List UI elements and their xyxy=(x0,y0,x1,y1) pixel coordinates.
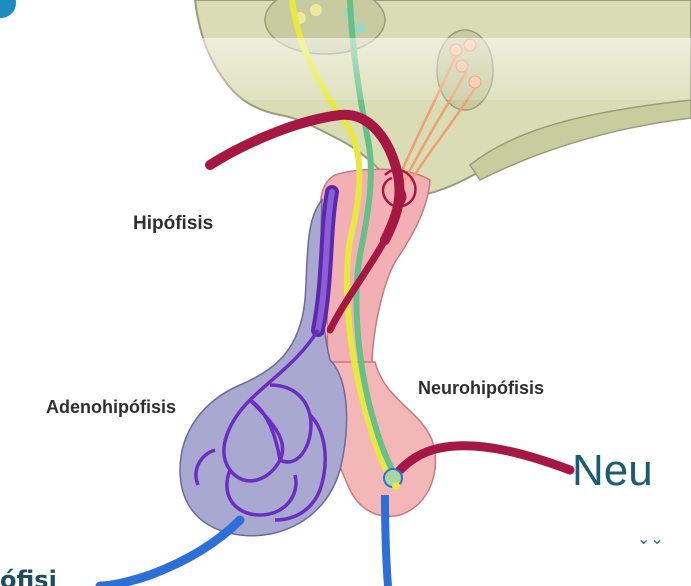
neuron-body xyxy=(354,22,366,34)
label-adenohipofisis: Adenohipófisis xyxy=(46,397,176,418)
overlay-bottom-fragment: ófisi xyxy=(0,566,57,586)
blank-patch xyxy=(519,222,639,270)
label-hipofisis: Hipófisis xyxy=(133,213,213,235)
venous-outflow-neuro xyxy=(385,495,388,586)
overlay-title-fragment: Neu xyxy=(572,446,653,496)
label-neurohipofisis: Neurohipófisis xyxy=(418,378,544,399)
translucent-header-band xyxy=(185,38,691,100)
chevron-down-icon[interactable]: ⌄⌄ xyxy=(637,533,664,544)
neuron-body xyxy=(310,4,322,16)
